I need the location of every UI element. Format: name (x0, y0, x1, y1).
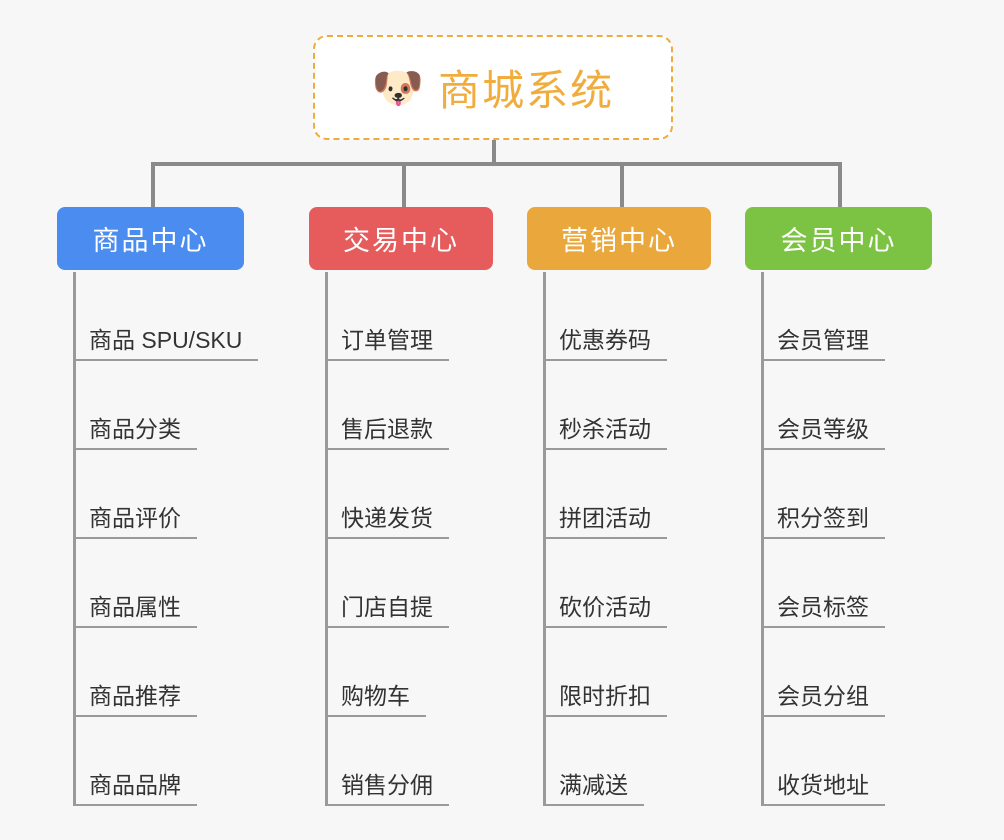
leaf-item[interactable]: 拼团活动 (543, 450, 667, 539)
connector-drop-1 (151, 162, 155, 207)
leaf-item-label: 限时折扣 (543, 682, 667, 717)
leaf-item[interactable]: 砍价活动 (543, 539, 667, 628)
leaf-item-label: 售后退款 (325, 415, 449, 450)
category-box-4[interactable]: 会员中心 (745, 207, 932, 270)
connector-bus (151, 162, 840, 166)
leaf-item-label: 秒杀活动 (543, 415, 667, 450)
connector-trunk (492, 140, 496, 165)
category-box-3[interactable]: 营销中心 (527, 207, 711, 270)
leaf-item-label: 会员管理 (761, 326, 885, 361)
connector-drop-4 (838, 162, 842, 207)
leaf-item-label: 会员等级 (761, 415, 885, 450)
leaf-item-label: 砍价活动 (543, 593, 667, 628)
category-box-2[interactable]: 交易中心 (309, 207, 493, 270)
leaf-item[interactable]: 优惠券码 (543, 272, 667, 361)
leaf-item-label: 商品 SPU/SKU (73, 326, 259, 361)
category-label: 营销中心 (561, 226, 677, 256)
leaf-item[interactable]: 销售分佣 (325, 717, 449, 806)
leaf-item-label: 门店自提 (325, 593, 449, 628)
leaf-item-label: 商品分类 (73, 415, 197, 450)
leaf-item-label: 商品评价 (73, 504, 197, 539)
leaf-item-label: 积分签到 (761, 504, 885, 539)
leaf-item[interactable]: 售后退款 (325, 361, 449, 450)
leaf-item[interactable]: 商品评价 (73, 450, 197, 539)
shiba-dog-face-icon: 🐶 (371, 63, 425, 111)
connector-spine-2 (325, 272, 328, 806)
leaf-item-label: 商品推荐 (73, 682, 197, 717)
leaf-item[interactable]: 会员分组 (761, 628, 885, 717)
leaf-item[interactable]: 商品属性 (73, 539, 197, 628)
leaf-item[interactable]: 购物车 (325, 628, 426, 717)
connector-spine-4 (761, 272, 764, 806)
category-box-1[interactable]: 商品中心 (57, 207, 244, 270)
leaf-item-label: 商品品牌 (73, 771, 197, 806)
leaf-item[interactable]: 快递发货 (325, 450, 449, 539)
leaf-item-label: 商品属性 (73, 593, 197, 628)
leaf-item-label: 优惠券码 (543, 326, 667, 361)
leaf-item[interactable]: 会员管理 (761, 272, 885, 361)
connector-drop-3 (620, 162, 624, 207)
category-label: 交易中心 (343, 226, 459, 256)
leaf-item-label: 销售分佣 (325, 771, 449, 806)
leaf-item-label: 收货地址 (761, 771, 885, 806)
leaf-item[interactable]: 订单管理 (325, 272, 449, 361)
leaf-item[interactable]: 会员等级 (761, 361, 885, 450)
leaf-item[interactable]: 秒杀活动 (543, 361, 667, 450)
leaf-item[interactable]: 商品分类 (73, 361, 197, 450)
category-label: 商品中心 (92, 226, 209, 256)
connector-spine-1 (73, 272, 76, 806)
root-title: 商城系统 (438, 67, 615, 114)
leaf-item[interactable]: 会员标签 (761, 539, 885, 628)
leaf-item-label: 购物车 (325, 682, 426, 717)
leaf-item-label: 满减送 (543, 771, 644, 806)
leaf-item[interactable]: 限时折扣 (543, 628, 667, 717)
connector-spine-3 (543, 272, 546, 806)
leaf-item-label: 快递发货 (325, 504, 449, 539)
leaf-item-label: 拼团活动 (543, 504, 667, 539)
connector-drop-2 (402, 162, 406, 207)
leaf-item[interactable]: 商品推荐 (73, 628, 197, 717)
leaf-item-label: 会员分组 (761, 682, 885, 717)
leaf-item[interactable]: 门店自提 (325, 539, 449, 628)
category-label: 会员中心 (780, 226, 897, 256)
leaf-item-label: 订单管理 (325, 326, 449, 361)
leaf-item[interactable]: 满减送 (543, 717, 644, 806)
leaf-item[interactable]: 积分签到 (761, 450, 885, 539)
leaf-item[interactable]: 商品 SPU/SKU (73, 272, 259, 361)
leaf-item-label: 会员标签 (761, 593, 885, 628)
leaf-item[interactable]: 商品品牌 (73, 717, 197, 806)
root-node[interactable]: 🐶 商城系统 (313, 35, 673, 140)
leaf-item[interactable]: 收货地址 (761, 717, 885, 806)
